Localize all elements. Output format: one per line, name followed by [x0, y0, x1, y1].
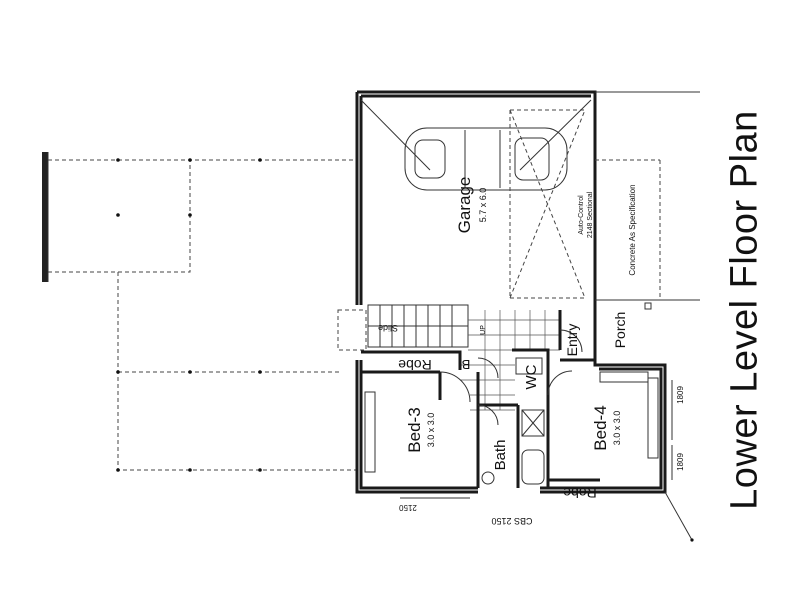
door-swings — [439, 329, 583, 426]
bathroom-fixtures — [481, 357, 545, 485]
bottom-total-dimension: CBS 2150 — [491, 516, 532, 526]
garage-door-note-2: 2148 Sectional — [587, 191, 594, 238]
robe-bed3-label: Robe — [398, 357, 432, 373]
bed3-label: Bed-3 — [405, 407, 424, 452]
bed-side-hatch — [364, 371, 659, 473]
porch-label: Porch — [612, 312, 628, 349]
window-dimension-2: 1809 — [676, 453, 685, 471]
wc-label: WC — [523, 364, 540, 389]
bed4-label: Bed-4 — [591, 405, 610, 450]
bottom-dimension: 2150 — [399, 503, 417, 512]
leader-dot — [690, 538, 694, 542]
garage-door-note: Auto-Control — [578, 195, 585, 235]
garage-size: 5.7 x 6.0 — [478, 188, 488, 223]
garage-door-swing — [360, 99, 592, 299]
linen-label: B — [462, 357, 471, 372]
concrete-note: Concrete As Specification — [628, 184, 637, 275]
plan-title-container: Lower Level Floor Plan — [700, 70, 790, 550]
windows — [400, 380, 673, 499]
window-dimension-1: 1809 — [676, 386, 685, 404]
plan-title: Lower Level Floor Plan — [723, 110, 766, 510]
corner-marker — [644, 302, 652, 310]
garage-car — [404, 127, 568, 191]
entry-label: Entry — [564, 324, 580, 357]
tiled-floor — [460, 310, 560, 411]
leader-line — [664, 491, 693, 541]
robe-bed4-label: Robe — [563, 485, 597, 501]
bath-label: Bath — [492, 440, 509, 471]
exterior-walls — [355, 90, 700, 494]
interior-walls — [361, 310, 600, 488]
deck-outline — [42, 152, 356, 472]
slide-label: Slide — [378, 323, 398, 333]
bed4-size: 3.0 x 3.0 — [612, 411, 622, 446]
stair-up-label: UP — [480, 325, 487, 335]
garage-label: Garage — [455, 177, 474, 234]
bed3-size: 3.0 x 3.0 — [426, 413, 436, 448]
stairs — [337, 304, 469, 351]
